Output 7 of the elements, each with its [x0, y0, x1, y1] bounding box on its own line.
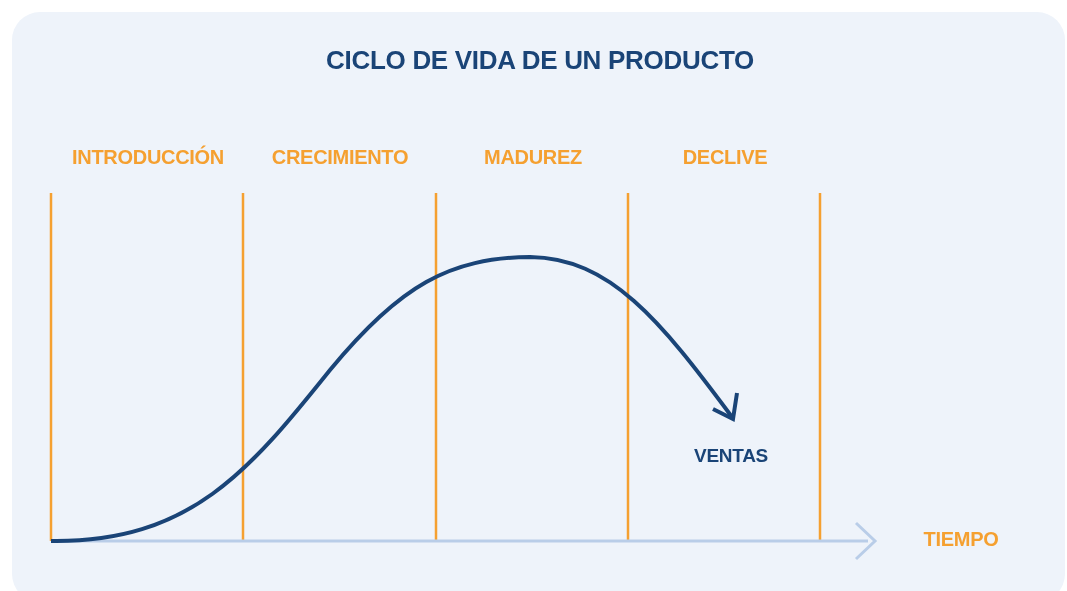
phase-label: CRECIMIENTO	[271, 146, 409, 169]
axis-label: TIEMPO	[923, 528, 999, 551]
diagram-title: CICLO DE VIDA DE UN PRODUCTO	[326, 45, 754, 76]
phase-label: DECLIVE	[682, 146, 768, 169]
phase-label: MADUREZ	[484, 146, 582, 169]
curve-label: VENTAS	[694, 445, 768, 467]
phase-label: INTRODUCCIÓN	[72, 146, 224, 169]
